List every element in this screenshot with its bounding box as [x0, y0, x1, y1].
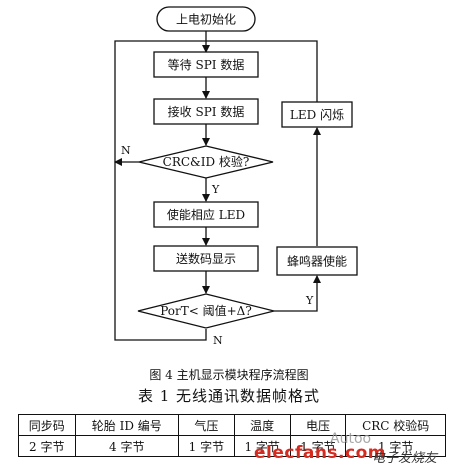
- node-buzzer-label: 蜂鸣器使能: [287, 254, 347, 269]
- label-check-yes: Y: [211, 183, 220, 196]
- node-display-label: 送数码显示: [176, 251, 236, 266]
- label-compare-no: N: [213, 334, 223, 347]
- watermark-elecfans: elecfans.com: [254, 443, 386, 463]
- node-start: 上电初始化: [156, 6, 256, 32]
- edge-compare-yes-buzzer: [274, 275, 321, 312]
- node-check: CRC&ID 校验?: [138, 145, 274, 179]
- table-cell: 2 字节: [18, 435, 76, 457]
- node-receive-label: 接收 SPI 数据: [168, 104, 245, 119]
- table-header-cell: 气压: [178, 414, 235, 436]
- node-enable-label: 使能相应 LED: [167, 207, 245, 222]
- edge-led-loop: [206, 40, 318, 102]
- figure-caption: 图 4 主机显示模块程序流程图: [149, 368, 309, 382]
- table-cell: 1 字节: [345, 435, 446, 457]
- node-start-label: 上电初始化: [176, 13, 236, 27]
- frame-format-table: 同步码 轮胎 ID 编号 气压 温度 电压 CRC 校验码 2 字节 4 字节 …: [18, 414, 446, 457]
- table-cell: 1 字节: [289, 435, 347, 457]
- node-enable: 使能相应 LED: [153, 201, 259, 228]
- table-row: 2 字节 4 字节 1 字节 1 字节 1 字节 1 字节: [18, 435, 446, 457]
- table-header-cell: CRC 校验码: [345, 414, 446, 436]
- node-check-label: CRC&ID 校验?: [163, 154, 250, 169]
- table-cell: 1 字节: [178, 435, 235, 457]
- edge-compare-no-loop: [114, 40, 207, 341]
- table-header-cell: 同步码: [18, 414, 76, 436]
- node-led-label: LED 闪烁: [290, 108, 344, 122]
- node-wait-label: 等待 SPI 数据: [168, 57, 245, 72]
- label-compare-yes: Y: [305, 294, 314, 307]
- table-cell: 4 字节: [74, 435, 180, 457]
- label-check-no: N: [121, 144, 131, 157]
- table-title: 表 1 无线通讯数据帧格式: [137, 387, 321, 405]
- flowchart: 上电初始化 等待 SPI 数据 接收 SPI 数据 CRC&ID 校验? 使能相…: [114, 6, 358, 347]
- node-display: 送数码显示: [153, 245, 259, 272]
- watermark-elecfans-cn: 电子发烧友: [372, 451, 438, 466]
- table-header-row: 同步码 轮胎 ID 编号 气压 温度 电压 CRC 校验码: [18, 414, 446, 436]
- table-header-cell: 温度: [233, 414, 291, 436]
- node-led: LED 闪烁: [281, 101, 353, 128]
- table-header-cell: 轮胎 ID 编号: [74, 414, 180, 436]
- node-wait: 等待 SPI 数据: [153, 51, 259, 78]
- node-compare-label: PorT< 阈值+Δ?: [160, 303, 252, 318]
- node-compare: PorT< 阈值+Δ?: [137, 293, 275, 329]
- node-buzzer: 蜂鸣器使能: [276, 246, 358, 276]
- table-cell: 1 字节: [233, 435, 291, 457]
- watermark-autoo: Autoo: [330, 431, 372, 447]
- node-receive: 接收 SPI 数据: [153, 98, 259, 125]
- connectors: [114, 31, 321, 341]
